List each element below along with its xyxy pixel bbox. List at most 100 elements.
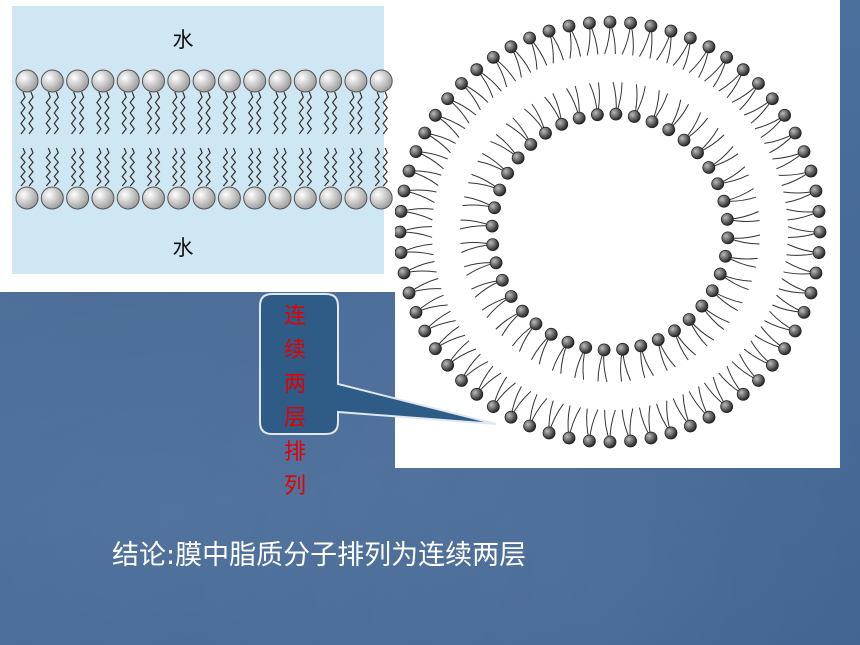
- lipid-head: [217, 186, 241, 210]
- lipid-head: [470, 63, 484, 77]
- lipid-head: [544, 327, 558, 341]
- lipid-tail: [28, 147, 34, 187]
- lipid-head: [243, 186, 267, 210]
- lipid-tail: [306, 147, 313, 187]
- lipid-head: [702, 410, 716, 424]
- lipid-head: [418, 126, 432, 140]
- lipid-head: [644, 19, 658, 33]
- lipid-head: [664, 24, 678, 38]
- lipid-head: [15, 186, 39, 210]
- lipid-tail: [382, 91, 388, 135]
- lipid-head: [797, 145, 811, 159]
- lipid-head: [812, 205, 826, 218]
- lipid-head: [778, 342, 792, 356]
- water-label-top: 水: [172, 28, 194, 52]
- lipid-tail: [121, 91, 127, 135]
- lipid-head: [644, 431, 658, 445]
- lipid-head: [488, 201, 501, 215]
- lipid-head: [542, 24, 556, 38]
- lipid-tail: [247, 147, 254, 187]
- lipid-tail: [247, 91, 254, 135]
- lipid-head: [719, 249, 732, 263]
- lipid-head: [752, 374, 765, 387]
- lipid-head: [192, 186, 216, 210]
- lipid-head: [797, 305, 811, 319]
- lipid-head: [167, 69, 191, 93]
- lipid-head: [486, 400, 500, 414]
- lipid-head: [683, 31, 697, 45]
- lipid-head: [268, 186, 292, 210]
- lipid-head: [583, 434, 596, 448]
- lipid-head: [501, 166, 515, 180]
- lipid-head: [489, 256, 503, 270]
- lipid-head: [409, 145, 423, 159]
- lipid-head: [441, 358, 455, 372]
- liposome-panel: [395, 0, 840, 468]
- callout-char: 连: [283, 304, 306, 329]
- liposome-diagram: [395, 15, 827, 449]
- lipid-tail: [331, 91, 338, 135]
- lipid-head: [523, 419, 537, 433]
- lipid-tail: [20, 147, 26, 187]
- lipid-head: [495, 273, 509, 287]
- lipid-tail: [197, 91, 203, 135]
- lipid-tail: [28, 91, 34, 135]
- lipid-tail: [129, 91, 135, 135]
- lipid-tail: [306, 91, 313, 135]
- lipid-head: [40, 186, 64, 210]
- lipid-head: [369, 186, 393, 210]
- lipid-head: [624, 434, 637, 448]
- lipid-head: [720, 212, 734, 226]
- lipid-head: [736, 63, 750, 77]
- lipid-head: [720, 50, 734, 64]
- lipid-tail: [180, 91, 186, 135]
- lipid-head: [752, 77, 765, 90]
- lipid-tail: [357, 147, 363, 187]
- lipid-head: [395, 246, 408, 259]
- callout-char: 两: [283, 372, 306, 397]
- lipid-tail: [70, 91, 77, 135]
- bilayer-panel: 水 水: [0, 0, 395, 292]
- lipid-head: [504, 290, 518, 303]
- lipid-head: [428, 108, 442, 122]
- lipid-head: [511, 151, 525, 165]
- lipid-tail: [172, 147, 178, 187]
- lipid-head: [609, 107, 623, 121]
- lipid-head: [217, 69, 241, 93]
- lipid-head: [486, 238, 500, 252]
- lipid-tail: [180, 147, 186, 187]
- lipid-tail: [230, 147, 237, 187]
- lipid-head: [116, 69, 140, 93]
- callout-char: 排: [283, 440, 306, 465]
- lipid-head: [369, 69, 393, 93]
- lipid-head: [40, 69, 64, 93]
- lipid-tail: [323, 91, 330, 135]
- lipid-head: [15, 69, 39, 93]
- lipid-tail: [205, 147, 211, 187]
- lipid-tail: [222, 147, 229, 187]
- lipid-head: [809, 266, 823, 280]
- lipid-head: [470, 387, 484, 401]
- lipid-tail: [172, 91, 178, 135]
- water-label-bottom: 水: [172, 236, 194, 260]
- lipid-head: [717, 194, 731, 208]
- lipid-head: [765, 358, 779, 372]
- lipid-head: [555, 117, 569, 131]
- lipid-head: [627, 110, 641, 123]
- lipid-head: [268, 69, 292, 93]
- lipid-head: [668, 324, 681, 338]
- lipid-tail: [53, 147, 60, 187]
- lipid-head: [441, 92, 455, 106]
- lipid-head: [597, 343, 611, 357]
- lipid-tail: [255, 91, 262, 135]
- lipid-head: [624, 16, 637, 30]
- lipid-head: [590, 108, 604, 122]
- callout-label: 连 续 两 层 排 列: [278, 300, 312, 504]
- lipid-head: [493, 183, 507, 197]
- lipid-head: [603, 435, 617, 449]
- lipid-tail: [298, 91, 305, 135]
- lipid-head: [91, 69, 115, 93]
- lipid-tail: [273, 91, 279, 135]
- lipid-head: [695, 299, 709, 313]
- lipid-head: [293, 69, 317, 93]
